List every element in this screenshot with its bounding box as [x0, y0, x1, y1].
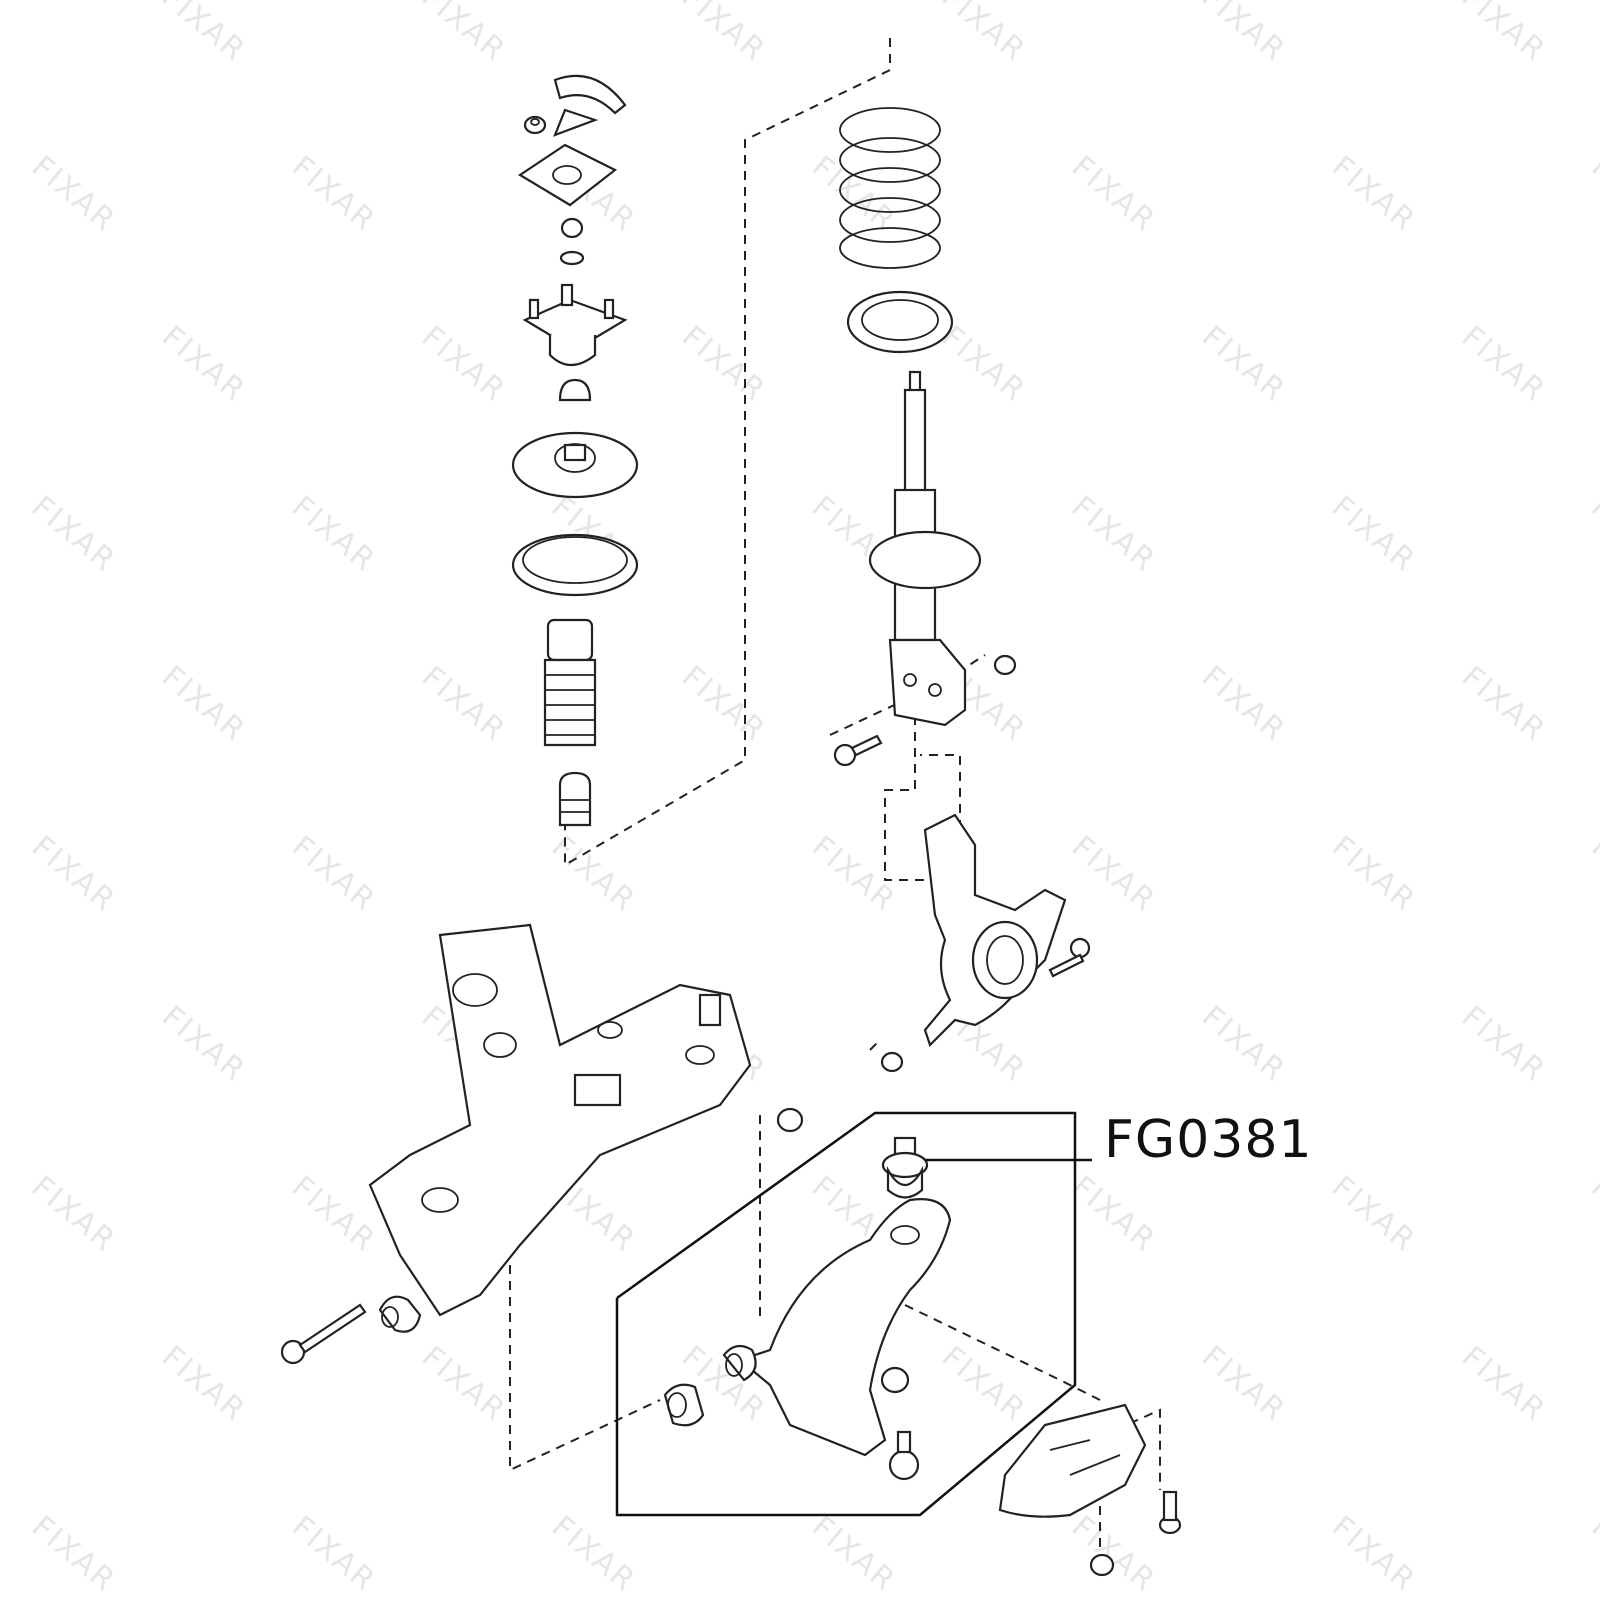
watermark-text: FIXAR	[1195, 659, 1293, 749]
part-number-label: FG0381	[1104, 1110, 1313, 1170]
watermark-text: FIXAR	[1195, 1339, 1293, 1429]
watermark-text: FIXAR	[25, 1509, 123, 1599]
watermark-text: FIXAR	[1455, 1339, 1553, 1429]
watermark-text: FIXAR	[415, 319, 513, 409]
watermark-text: FIXAR	[1195, 999, 1293, 1089]
watermark-text: FIXAR	[1585, 149, 1600, 239]
watermark-text: FIXAR	[1325, 829, 1423, 919]
watermark-text: FIXAR	[155, 999, 253, 1089]
strut-mount	[522, 283, 628, 367]
subframe	[368, 923, 752, 1317]
watermark-text: FIXAR	[285, 1509, 383, 1599]
watermark-text: FIXAR	[25, 489, 123, 579]
watermark-text: FIXAR	[545, 1509, 643, 1599]
watermark-text: FIXAR	[1065, 1509, 1163, 1599]
watermark-text: FIXAR	[1585, 489, 1600, 579]
watermark-text: FIXAR	[1455, 319, 1553, 409]
strut-nut	[993, 654, 1017, 676]
watermark-text: FIXAR	[155, 0, 253, 69]
coil-spring	[839, 107, 941, 269]
arm-rear-bushing	[663, 1383, 705, 1427]
watermark-text: FIXAR	[285, 829, 383, 919]
watermark-text: FIXAR	[415, 659, 513, 749]
watermark-text: FIXAR	[1065, 149, 1163, 239]
watermark-text: FIXAR	[25, 1169, 123, 1259]
watermark-text: FIXAR	[935, 0, 1033, 69]
knuckle-nut	[880, 1051, 904, 1073]
strut-bolt	[833, 734, 883, 767]
watermark-text: FIXAR	[805, 1509, 903, 1599]
watermark-text: FIXAR	[415, 1339, 513, 1429]
flange-nut	[523, 115, 547, 135]
watermark-text: FIXAR	[285, 149, 383, 239]
watermark-text: FIXAR	[155, 1339, 253, 1429]
front-bushing	[722, 1344, 757, 1382]
watermark-text: FIXAR	[155, 319, 253, 409]
subframe-bolt	[280, 1303, 367, 1365]
watermark-text: FIXAR	[25, 149, 123, 239]
strut-mount-clip	[553, 74, 627, 137]
dust-boot	[543, 618, 597, 747]
watermark-text: FIXAR	[1455, 659, 1553, 749]
arm-nut	[776, 1107, 804, 1133]
bump-stop	[558, 771, 592, 827]
rear-bushing	[378, 1295, 422, 1333]
part-group-frame	[615, 1111, 1077, 1517]
watermark-text: FIXAR	[1585, 829, 1600, 919]
watermark-text: FIXAR	[285, 1169, 383, 1259]
bump-cap	[558, 378, 592, 402]
watermark-text: FIXAR	[1325, 1509, 1423, 1599]
highlighted-bushing-fg0381	[881, 1136, 929, 1199]
watermark-text: FIXAR	[545, 829, 643, 919]
watermark-text: FIXAR	[1065, 1169, 1163, 1259]
watermark-text: FIXAR	[1325, 489, 1423, 579]
watermark-text: FIXAR	[155, 659, 253, 749]
bracket-nut	[1089, 1553, 1115, 1577]
watermark-text: FIXAR	[1065, 489, 1163, 579]
shock-absorber	[868, 370, 982, 727]
watermark-text: FIXAR	[675, 319, 773, 409]
nut	[560, 217, 584, 239]
arm-nut-2	[880, 1366, 910, 1394]
watermark-text: FIXAR	[805, 829, 903, 919]
watermark-text: FIXAR	[1325, 1169, 1423, 1259]
lower-control-arm	[737, 1198, 952, 1481]
ball-joint-bracket	[998, 1403, 1147, 1518]
watermark-text: FIXAR	[1455, 999, 1553, 1089]
watermark-text: FIXAR	[1585, 1169, 1600, 1259]
watermark-text: FIXAR	[1585, 1509, 1600, 1599]
watermark-text: FIXAR	[805, 149, 903, 239]
watermark-text: FIXAR	[675, 659, 773, 749]
strut-top-plate	[517, 143, 618, 207]
watermark-text: FIXAR	[1065, 829, 1163, 919]
watermark-text: FIXAR	[285, 489, 383, 579]
watermark-text: FIXAR	[1325, 149, 1423, 239]
knuckle	[923, 813, 1067, 1048]
watermark-text: FIXAR	[1455, 0, 1553, 69]
watermark-text: FIXAR	[1195, 319, 1293, 409]
watermark-text: FIXAR	[415, 0, 513, 69]
washer	[559, 250, 585, 266]
watermark-text: FIXAR	[935, 1339, 1033, 1429]
spring-insulator	[511, 533, 639, 597]
upper-spring-seat	[511, 431, 639, 499]
spring-seat	[846, 290, 954, 354]
watermark-text: FIXAR	[25, 829, 123, 919]
watermark-text: FIXAR	[675, 0, 773, 69]
knuckle-bolt	[1048, 937, 1091, 978]
watermark-text: FIXAR	[1195, 0, 1293, 69]
bracket-bolt	[1158, 1490, 1182, 1535]
